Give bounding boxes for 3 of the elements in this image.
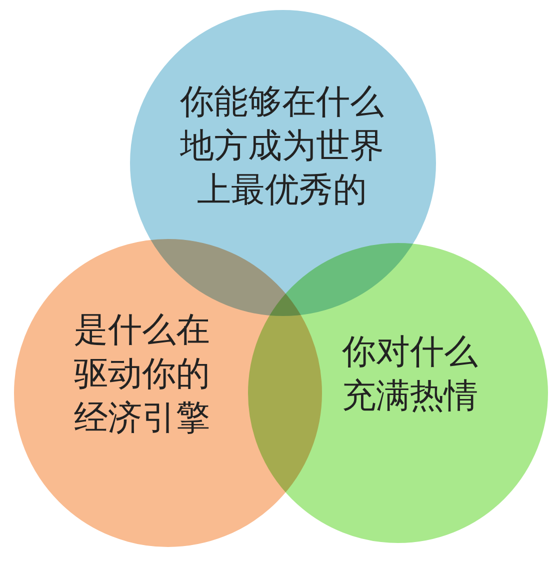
circle-label: 你对什么充满热情 [341,331,479,418]
circle-label: 你能够在什么地方成为世界上最优秀的 [179,81,385,212]
circle-label: 是什么在驱动你的经济引擎 [73,309,211,440]
